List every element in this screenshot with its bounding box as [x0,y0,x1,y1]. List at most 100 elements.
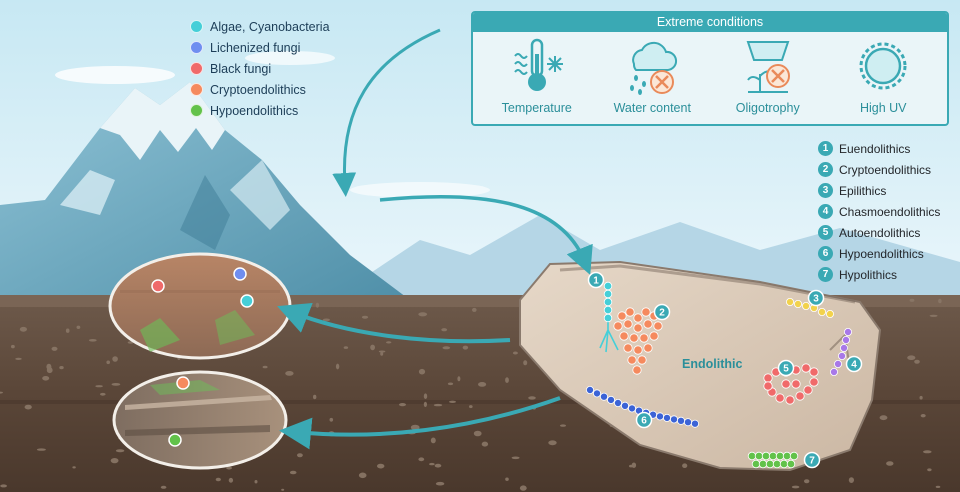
pebble [262,365,268,369]
pebble [215,477,221,482]
marker-circle [653,303,671,321]
colony-dot [844,327,853,336]
pebble [791,485,800,489]
colony-dot [782,451,792,461]
pebble [914,359,920,364]
list-item: 4 Chasmoendolithics [818,201,940,222]
type-label: Cryptoendolithics [839,162,932,177]
condition-label: High UV [859,101,907,115]
colony-dot [786,297,795,306]
legend-dot [190,62,203,75]
organism-legend: Algae, Cyanobacteria Lichenized fungi Bl… [190,16,330,121]
pebble [380,352,384,356]
colony-dot [628,404,637,413]
pebble [848,477,855,483]
type-label: Autoendolithics [839,225,921,240]
pebble [907,355,916,361]
legend-item: Algae, Cyanobacteria [190,16,330,37]
pebble [281,488,285,491]
colony-dot [802,301,811,310]
colony-dot [834,359,843,368]
type-label: Euendolithics [839,141,911,156]
pebble [59,366,64,370]
pebble [370,344,375,351]
pebble [343,346,349,349]
colony-dot [786,459,796,469]
pebble [0,391,3,394]
type-label: Epilithics [839,183,887,198]
colony-dot [842,335,851,344]
pebble [160,485,167,489]
type-label: Hypolithics [839,267,898,282]
pebble [313,394,317,400]
colony-dot [781,379,791,389]
pebble [289,470,297,475]
colony-dot [830,367,839,376]
number-badge: 5 [818,225,833,240]
number-badge: 4 [818,204,833,219]
marker-number: 2 [659,308,665,319]
pebble [72,466,76,469]
marker-circle [635,411,653,429]
colony-dot [785,395,795,405]
colony-dot [603,305,613,315]
colony-dot [627,355,637,365]
pebble [228,477,234,483]
pebble [473,430,482,437]
colony-dot [840,343,849,352]
pebble [226,466,233,470]
pebble [923,450,932,454]
pebble [511,456,520,460]
colony-dot [684,418,693,427]
endolithic-label: Endolithic [682,357,743,371]
colony-dot [801,363,811,373]
colony-dot [614,398,623,407]
colony-dot [649,331,659,341]
marker-circle [807,289,825,307]
colony-dot [794,299,803,308]
legend-dot [190,83,203,96]
condition-oligotrophy: Oligotrophy [713,36,823,115]
cloud-rain-icon [630,41,678,95]
marker-circle [845,355,863,373]
colony-dot [789,451,799,461]
pebble [919,395,923,400]
pebble [11,344,15,349]
legend-item: Cryptoendolithics [190,79,330,100]
type-label: Chasmoendolithics [839,204,941,219]
colony-dot [765,459,775,469]
pebble [88,339,97,342]
pebble [315,302,320,308]
colony-dot [691,419,700,428]
colony-dot [670,415,679,424]
pebble [523,360,528,366]
number-badge: 6 [818,246,833,261]
colony-dot [656,412,665,421]
colony-dot [747,451,757,461]
colony-dot [593,389,602,398]
number-badge: 7 [818,267,833,282]
pebble [469,405,473,409]
plant-soil-icon [746,41,790,93]
legend-label: Cryptoendolithics [210,82,306,97]
colony-dot [791,379,801,389]
pebble [920,414,926,418]
pebble [548,440,557,446]
pebble [127,341,134,344]
pebble [629,464,634,468]
condition-label: Temperature [501,101,572,115]
legend-label: Lichenized fungi [210,40,301,55]
pebble [386,341,392,344]
marker-number: 4 [851,360,857,371]
pebble [423,393,428,400]
colony-dot [779,459,789,469]
pebble [935,485,941,488]
marker-circle [587,271,605,289]
pebble [65,328,70,333]
pebble [449,400,456,403]
colony-dot [775,393,785,403]
colony-dot [633,323,643,333]
pebble [433,403,443,407]
